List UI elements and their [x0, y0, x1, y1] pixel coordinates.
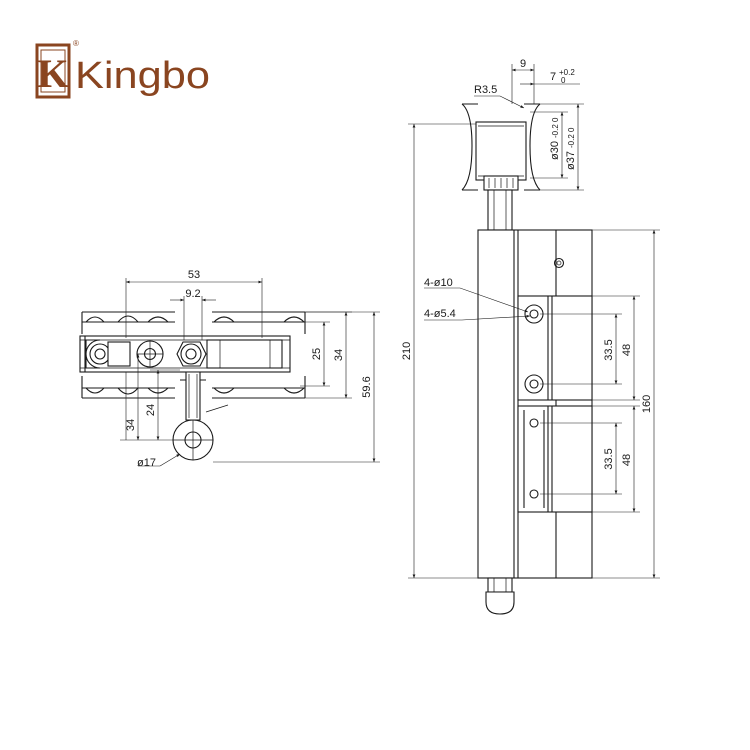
dim-holes-5-4-label: 4-ø5.4 [424, 308, 456, 320]
dim-210-label: 210 [401, 342, 413, 360]
dim-r3-5-label: R3.5 [474, 84, 497, 96]
brand-name: Kingbo [75, 55, 210, 97]
hinge-body [477, 229, 593, 579]
dim-48-bottom: 48 [592, 405, 640, 513]
side-shaft [487, 189, 513, 231]
dim-25-label: 25 [311, 348, 323, 360]
dim-9: 9 [511, 58, 535, 104]
dim-dia-30: ø30 -0.2 0 [530, 111, 568, 179]
dim-25: 25 [300, 321, 330, 387]
dim-53: 53 [125, 269, 263, 338]
pendant-arm [172, 371, 229, 461]
dim-dia-30-tol: -0.2 0 [551, 117, 560, 138]
side-wheel [461, 103, 541, 191]
dim-34-left: 34 [120, 354, 173, 441]
dim-r3-5: R3.5 [474, 84, 525, 109]
dim-24: 24 [145, 369, 180, 440]
dim-33-5-top-label: 33.5 [603, 339, 615, 360]
dim-7-sup: +0.2 [559, 68, 575, 77]
logo-mark: K [35, 43, 71, 99]
dim-33-5-bottom-label: 33.5 [603, 448, 615, 469]
bottom-nut [485, 577, 515, 615]
dim-59-6: 59.6 [213, 311, 380, 463]
dim-48-bottom-label: 48 [621, 454, 633, 466]
dim-34-right-label: 34 [333, 349, 345, 361]
dim-33-5-top: 33.5 [540, 313, 622, 385]
brand-logo: K ® Kingbo [35, 39, 210, 99]
dim-34-left-label: 34 [125, 419, 137, 431]
dim-dia-30-label: ø30 [549, 141, 561, 160]
logo-initial: K [37, 51, 68, 96]
dim-24-label: 24 [145, 404, 157, 416]
dim-59-6-label: 59.6 [361, 376, 373, 397]
dim-dia-37-tol: -0.2 0 [567, 127, 576, 148]
dim-160-label: 160 [641, 395, 653, 413]
dim-9-2: 9.2 [170, 288, 216, 340]
top-view: 53 9.2 25 34 59.6 [79, 269, 380, 469]
right-wheel [212, 311, 306, 399]
registered-mark: ® [73, 39, 79, 48]
dim-48-top: 48 [592, 295, 640, 401]
dim-48-top-label: 48 [621, 344, 633, 356]
dim-dia-37-label: ø37 [565, 151, 577, 170]
dim-dia-17: ø17 [137, 453, 181, 469]
dim-53-label: 53 [188, 269, 200, 281]
dim-dia-17-label: ø17 [137, 457, 156, 469]
dim-holes-10-label: 4-ø10 [424, 277, 453, 289]
left-wheel [81, 311, 175, 399]
dim-160: 160 [592, 229, 660, 579]
dim-7-sub: 0 [561, 76, 566, 85]
dim-210: 210 [401, 123, 478, 579]
dim-7-label: 7 [550, 71, 556, 83]
dim-9-2-label: 9.2 [185, 288, 200, 300]
dim-33-5-bottom: 33.5 [540, 422, 622, 495]
dim-7: 7 +0.2 0 [520, 68, 580, 86]
dim-dia-37: ø37 -0.2 0 [540, 103, 584, 191]
dim-holes-5-4: 4-ø5.4 [424, 308, 531, 321]
side-view: 9 7 +0.2 0 R3.5 ø30 -0.2 0 ø37 -0.2 0 [401, 58, 660, 615]
dim-holes-10: 4-ø10 [424, 277, 529, 313]
dim-9-label: 9 [520, 58, 526, 70]
axle-body [79, 335, 291, 373]
